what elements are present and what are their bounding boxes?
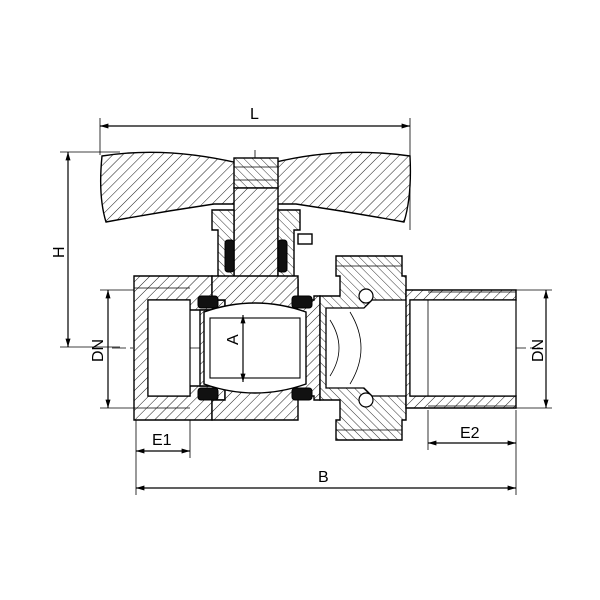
stem-seal-left [224,239,235,273]
dim-label-e1: E1 [152,432,172,449]
handle-nut [233,157,279,189]
stem-seal-right [277,239,288,273]
dim-label-h: H [51,246,68,258]
dim-label-dn-left: DN [90,339,107,362]
left-thread [134,287,190,409]
stem-stop [297,233,313,245]
seat-bottom-left [197,387,219,401]
seat-bottom-right [291,387,313,401]
dimension-dn-left: DN [90,289,135,409]
tailpiece-threads [428,291,516,407]
union-oring-top [358,288,374,304]
dim-label-dn-right: DN [530,339,547,362]
dim-label-e2: E2 [460,425,480,442]
ball-bore [209,317,301,379]
seat-top-left [197,295,219,309]
dimension-b: B [135,450,517,495]
union-curve [329,319,340,377]
dimension-a: A [225,315,246,382]
dim-label-l: L [250,106,259,123]
dimension-e2: E2 [427,410,517,450]
left-bore [147,299,191,397]
dim-label-b: B [318,469,329,486]
tailpiece-bore [409,299,517,397]
union-oring-bottom [358,392,374,408]
seat-top-right [291,295,313,309]
union-nut-threads [336,265,402,431]
dim-label-a: A [225,334,242,345]
dimension-dn-right: DN [515,289,552,409]
